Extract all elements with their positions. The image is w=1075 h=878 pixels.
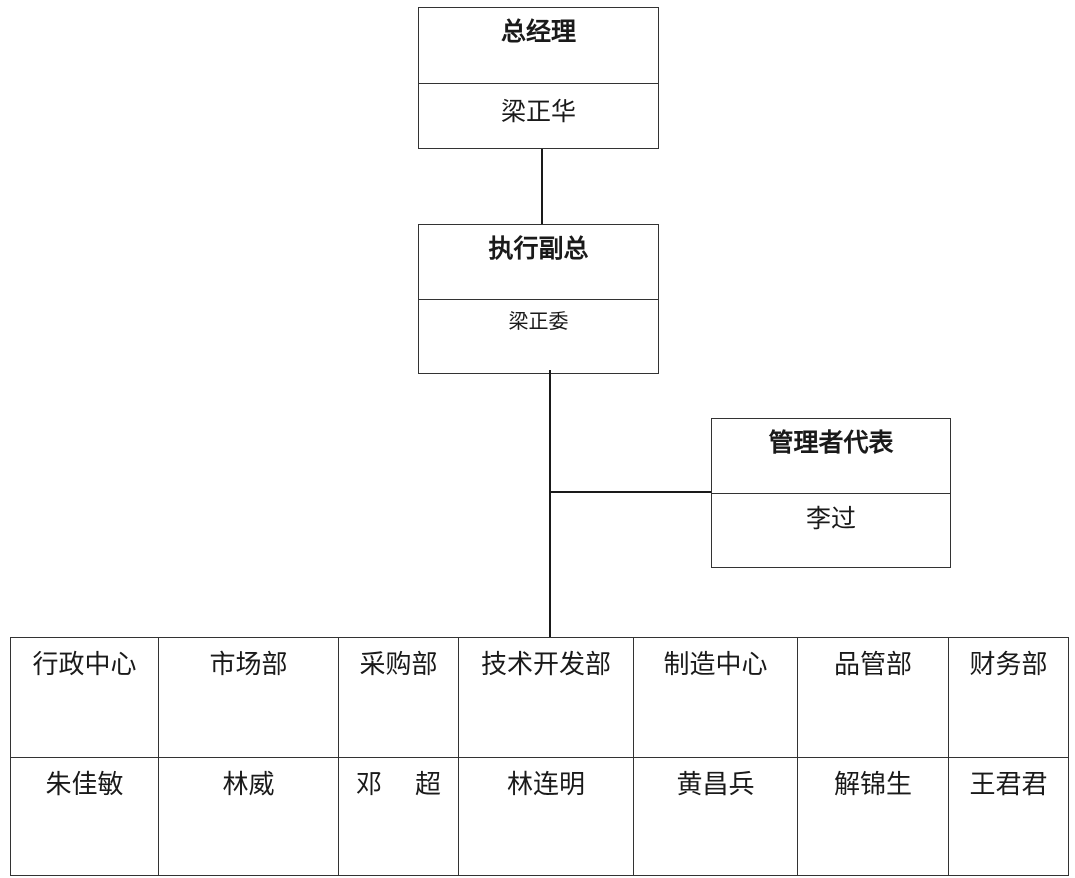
department-heads-row: 朱佳敏 林威 邓 超 林连明 黄昌兵 解锦生 王君君 bbox=[10, 757, 1069, 876]
department-head: 黄昌兵 bbox=[633, 757, 798, 876]
management-rep-title: 管理者代表 bbox=[712, 419, 950, 494]
department-name: 财务部 bbox=[948, 637, 1069, 758]
department-name: 制造中心 bbox=[633, 637, 798, 758]
connector-management-rep bbox=[551, 491, 713, 493]
general-manager-box: 总经理 梁正华 bbox=[418, 7, 659, 149]
department-names-row: 行政中心 市场部 采购部 技术开发部 制造中心 品管部 财务部 bbox=[10, 637, 1069, 758]
department-head: 朱佳敏 bbox=[10, 757, 159, 876]
management-rep-name: 李过 bbox=[805, 504, 856, 533]
department-name: 技术开发部 bbox=[458, 637, 634, 758]
departments-table: 行政中心 市场部 采购部 技术开发部 制造中心 品管部 财务部 朱佳敏 林威 邓… bbox=[10, 637, 1069, 876]
general-manager-name: 梁正华 bbox=[500, 97, 576, 126]
department-head: 邓 超 bbox=[338, 757, 459, 876]
department-head: 解锦生 bbox=[797, 757, 949, 876]
department-name: 品管部 bbox=[797, 637, 949, 758]
executive-vp-title: 执行副总 bbox=[419, 225, 658, 300]
department-head: 王君君 bbox=[948, 757, 1069, 876]
general-manager-title: 总经理 bbox=[419, 8, 658, 84]
department-name: 市场部 bbox=[158, 637, 339, 758]
executive-vp-box: 执行副总 梁正委 bbox=[418, 224, 659, 374]
department-head: 林连明 bbox=[458, 757, 634, 876]
department-head: 林威 bbox=[158, 757, 339, 876]
connector-gm-evp bbox=[541, 149, 543, 225]
management-rep-box: 管理者代表 李过 bbox=[711, 418, 951, 568]
executive-vp-name: 梁正委 bbox=[508, 309, 569, 333]
connector-evp-departments bbox=[549, 370, 551, 638]
department-name: 采购部 bbox=[338, 637, 459, 758]
department-name: 行政中心 bbox=[10, 637, 159, 758]
